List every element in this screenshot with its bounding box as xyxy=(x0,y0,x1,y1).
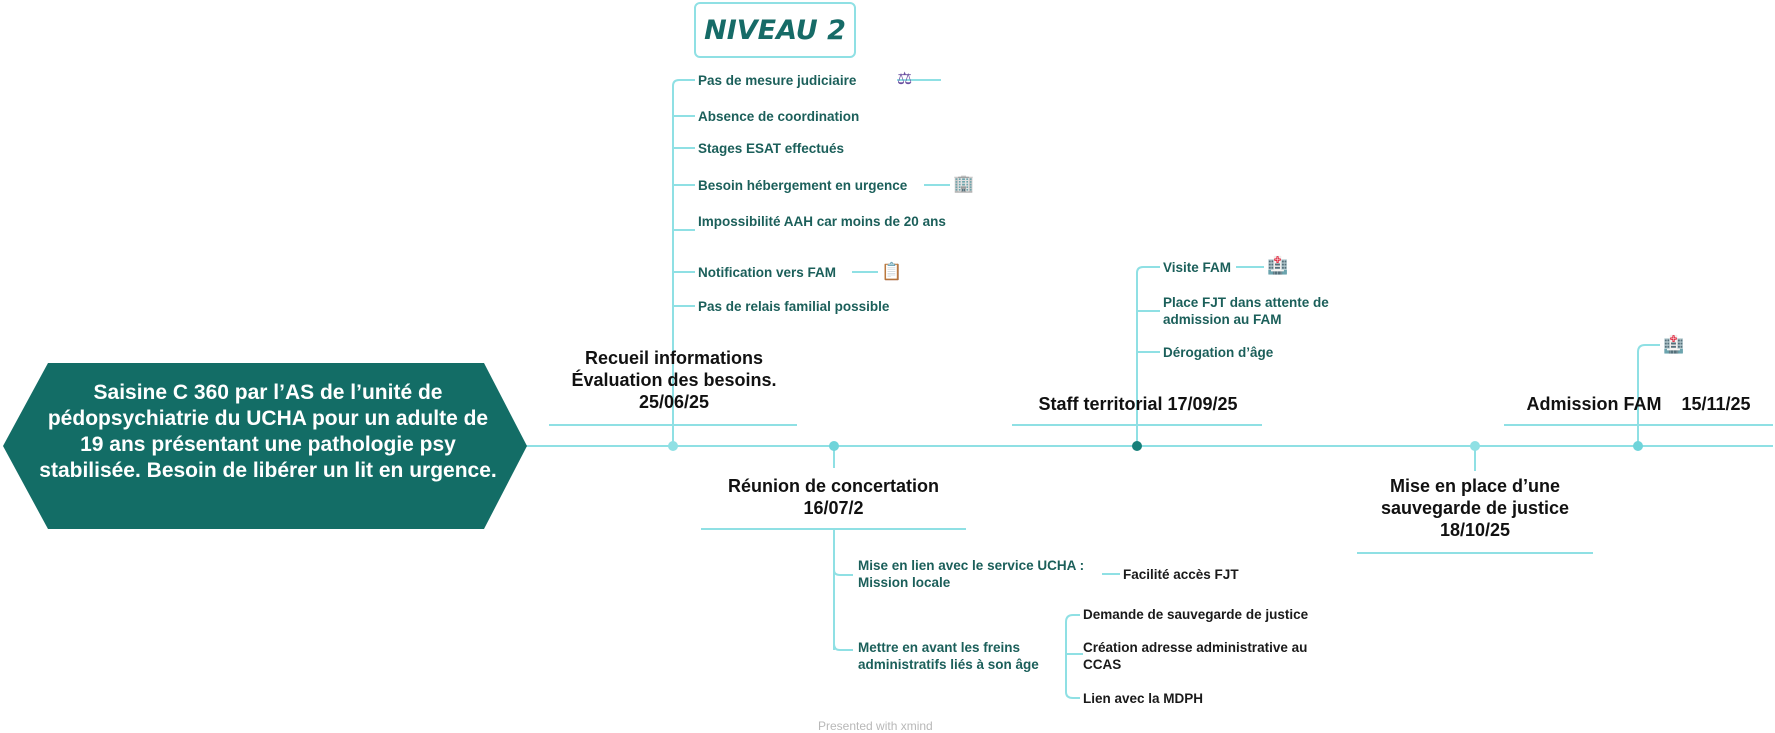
footer-watermark: Presented with xmind xyxy=(818,719,933,733)
document-icon: 📋 xyxy=(881,262,903,281)
leaf-pas-de-relais-familial: Pas de relais familial possible xyxy=(698,299,890,314)
leaf-notification-fam: Notification vers FAM xyxy=(698,265,837,280)
leaf-stages-esat: Stages ESAT effectués xyxy=(698,141,845,156)
leaf-derogation-age: Dérogation d’âge xyxy=(1163,345,1274,360)
topic-admission-fam: Admission FAM 15/11/25 xyxy=(1526,394,1751,414)
leaf-impossibilite-aah: Impossibilité AAH car moins de 20 ans xyxy=(698,214,946,229)
topic-sauvegarde-de-justice: Mise en place d’une sauvegarde de justic… xyxy=(1380,476,1570,540)
leaf-facilite-acces-fjt: Facilité accès FJT xyxy=(1123,567,1239,582)
leaf-absence-de-coordination: Absence de coordination xyxy=(698,109,860,124)
hospital-icon: 🏥 xyxy=(1663,335,1685,354)
scale-icon: ⚖ xyxy=(897,69,913,88)
hospital-icon: 🏥 xyxy=(1267,256,1289,275)
building-icon: 🏢 xyxy=(953,174,975,193)
root-node-shape xyxy=(3,363,527,529)
topic-recueil-informations: Recueil informations Évaluation des beso… xyxy=(571,348,777,412)
leaf-creation-adresse: Création adresse administrative au CCAS xyxy=(1083,640,1308,672)
diagram-title: NIVEAU 2 xyxy=(694,2,856,58)
topic-staff-territorial: Staff territorial 17/09/25 xyxy=(1038,394,1238,414)
topic-reunion-de-concertation: Réunion de concertation 16/07/2 xyxy=(727,476,940,518)
leaf-pas-de-mesure-judiciaire: Pas de mesure judiciaire xyxy=(698,73,857,88)
leaf-mise-en-lien-ucha: Mise en lien avec le service UCHA : Miss… xyxy=(858,558,1085,590)
leaf-demande-sauvegarde: Demande de sauvegarde de justice xyxy=(1083,607,1309,622)
leaf-besoin-hebergement: Besoin hébergement en urgence xyxy=(698,178,908,193)
leaf-lien-mdph: Lien avec la MDPH xyxy=(1083,691,1204,706)
leaf-place-fjt: Place FJT dans attente de admission au F… xyxy=(1163,295,1329,327)
root-node-text: Saisine C 360 par l’AS de l’unité de péd… xyxy=(39,381,497,482)
leaf-visite-fam: Visite FAM xyxy=(1163,260,1232,275)
leaf-freins-administratifs: Mettre en avant les freins administratif… xyxy=(858,640,1039,672)
